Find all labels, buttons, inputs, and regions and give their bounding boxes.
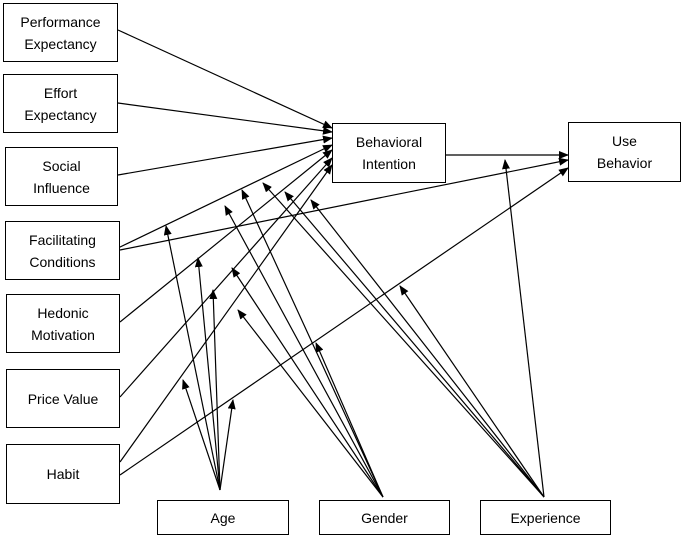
arrow-gender-moderation	[231, 267, 384, 498]
arrow-hm-to-bi	[119, 149, 333, 323]
arrow-experience-moderation	[399, 285, 545, 498]
arrow-gender-moderation	[224, 205, 384, 498]
arrow-gender-moderation	[237, 309, 384, 498]
behavioral-intention-box: Behavioral Intention	[332, 123, 446, 183]
habit-box: Habit	[6, 444, 120, 504]
arrow-fc-to-ub	[119, 157, 569, 251]
facilitating-conditions-box: Facilitating Conditions	[5, 221, 120, 280]
arrow-pv-to-bi	[119, 157, 333, 398]
effort-expectancy-box: Effort Expectancy	[3, 74, 118, 133]
social-influence-box: Social Influence	[5, 147, 118, 206]
age-box: Age	[157, 500, 289, 535]
arrow-gender-moderation	[241, 189, 384, 498]
arrow-habit-to-ub	[119, 167, 569, 476]
arrow-age-moderation	[182, 379, 221, 491]
arrow-experience-moderation	[284, 191, 545, 498]
arrow-ee-to-bi	[117, 102, 333, 135]
arrow-age-moderation	[163, 225, 221, 491]
arrow-gender-moderation	[315, 342, 384, 498]
gender-box: Gender	[319, 500, 450, 535]
performance-expectancy-box: Performance Expectancy	[3, 3, 118, 62]
use-behavior-box: Use Behavior	[568, 122, 681, 182]
arrow-experience-moderation	[502, 159, 545, 498]
arrow-age-moderation	[209, 289, 221, 491]
arrow-age-moderation	[194, 257, 221, 491]
arrow-age-moderation	[219, 399, 236, 491]
hedonic-motivation-box: Hedonic Motivation	[6, 294, 120, 353]
arrow-si-to-bi	[117, 135, 333, 176]
arrow-experience-moderation	[262, 182, 545, 498]
experience-box: Experience	[480, 500, 611, 535]
arrow-fc-to-bi	[117, 144, 333, 249]
arrow-pe-to-bi	[117, 29, 333, 129]
price-value-box: Price Value	[6, 369, 120, 428]
arrow-experience-moderation	[310, 199, 545, 498]
